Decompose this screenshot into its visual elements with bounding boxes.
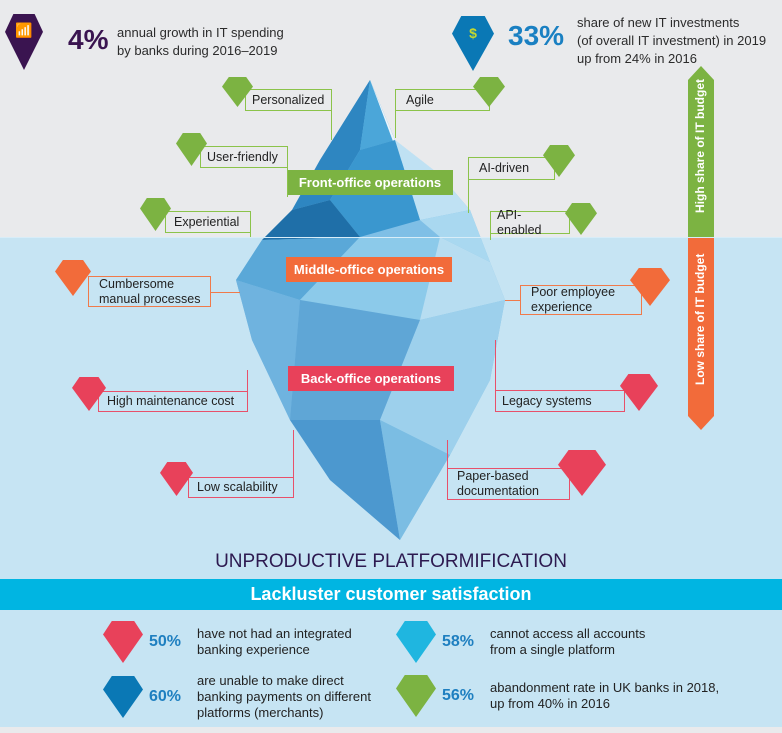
investment-value: 33% xyxy=(508,20,565,51)
front-office-label: Front-office operations xyxy=(287,170,453,195)
stat-single-platform: 58%cannot access all accounts from a sin… xyxy=(396,621,660,663)
budget-arrow xyxy=(688,66,714,430)
feature-agile: Agile xyxy=(395,89,490,111)
key-icon xyxy=(103,676,143,718)
issue-low-scalability: Low scalability xyxy=(188,477,294,498)
stat-direct-payments: 60%are unable to make direct banking pay… xyxy=(103,673,382,721)
back-office-label: Back-office operations xyxy=(288,366,454,391)
growth-value: 4% xyxy=(68,24,109,55)
issue-paper-based-documentation: Paper-based documentation xyxy=(447,468,570,500)
stat-integrated-experience: 50%have not had an integrated banking ex… xyxy=(103,621,367,663)
arrow-up-icon xyxy=(396,675,436,717)
feature-personalized: Personalized xyxy=(245,89,332,111)
feature-experiential: Experiential xyxy=(165,211,251,233)
high-budget-arrow xyxy=(688,66,714,237)
hand-icon xyxy=(396,621,436,663)
issue-cumbersome-processes: Cumbersome manual processes xyxy=(88,276,211,307)
feature-user-friendly: User-friendly xyxy=(200,146,288,168)
person-exchange-icon xyxy=(103,621,143,663)
platformification-title: UNPRODUCTIVE PLATFORMIFICATION xyxy=(215,551,567,572)
issue-poor-employee-experience: Poor employee experience xyxy=(520,285,642,315)
feature-api-enabled: API-enabled xyxy=(490,208,570,237)
low-budget-arrow xyxy=(688,237,714,430)
waterline xyxy=(0,237,782,238)
investment-text: share of new IT investments(of overall I… xyxy=(577,15,767,66)
issue-legacy-systems: Legacy systems xyxy=(495,390,625,412)
issue-high-maintenance-cost: High maintenance cost xyxy=(98,391,248,412)
middle-office-label: Middle-office operations xyxy=(286,257,452,282)
satisfaction-banner: Lackluster customer satisfaction xyxy=(0,579,782,610)
feature-ai-driven: AI-driven xyxy=(468,157,555,180)
stat-abandonment-rate: 56%abandonment rate in UK banks in 2018,… xyxy=(396,675,720,717)
